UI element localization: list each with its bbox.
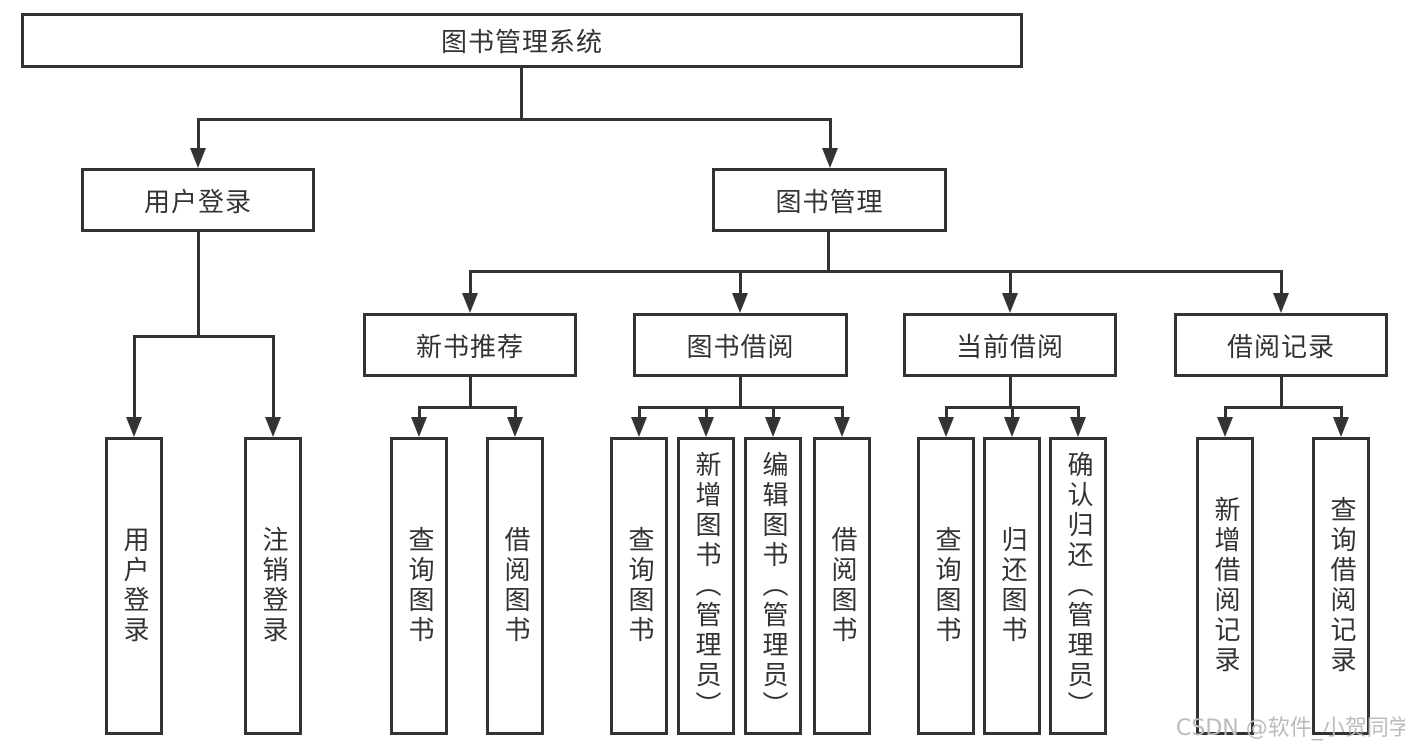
connector-line (1011, 406, 1014, 419)
connector-line (1340, 406, 1343, 419)
connector-line (829, 118, 832, 152)
arrowhead-down-icon (631, 417, 647, 437)
leaf-label: 查询图书 (404, 526, 434, 646)
leaf-return-books: 归还图书 (983, 437, 1041, 735)
leaf-query-books-recommend: 查询图书 (390, 437, 448, 735)
connector-line (418, 406, 421, 419)
leaf-add-books-admin: 新增图书（管理员） (677, 437, 735, 735)
leaf-label: 注销登录 (258, 526, 288, 646)
connector-line (272, 335, 275, 419)
node-borrow-records: 借阅记录 (1174, 313, 1388, 377)
connector-line (705, 406, 708, 419)
leaf-label: 用户登录 (119, 526, 149, 646)
leaf-add-borrow-record: 新增借阅记录 (1196, 437, 1254, 735)
arrowhead-down-icon (822, 148, 838, 168)
leaf-label: 借阅图书 (827, 526, 857, 646)
connector-line (520, 68, 523, 120)
leaf-edit-books-admin: 编辑图书（管理员） (744, 437, 802, 735)
connector-line (514, 406, 517, 419)
connector-line (197, 118, 831, 121)
leaf-label: 查询图书 (931, 526, 961, 646)
arrowhead-down-icon (190, 148, 206, 168)
leaf-borrow-books-recommend: 借阅图书 (486, 437, 544, 735)
leaf-label: 借阅图书 (500, 526, 530, 646)
leaf-logout: 注销登录 (244, 437, 302, 735)
arrowhead-down-icon (507, 417, 523, 437)
connector-line (772, 406, 775, 419)
arrowhead-down-icon (462, 293, 478, 313)
connector-line (133, 335, 136, 419)
leaf-label: 确认归还（管理员） (1063, 451, 1093, 721)
leaf-query-books-current: 查询图书 (917, 437, 975, 735)
connector-line (1077, 406, 1080, 419)
connector-line (638, 406, 641, 419)
arrowhead-down-icon (1217, 417, 1233, 437)
arrowhead-down-icon (1002, 293, 1018, 313)
connector-line (1009, 270, 1012, 296)
arrowhead-down-icon (1333, 417, 1349, 437)
leaf-query-books-borrow: 查询图书 (610, 437, 668, 735)
connector-line (197, 232, 200, 335)
connector-line (945, 406, 948, 419)
connector-line (1280, 270, 1283, 296)
arrowhead-down-icon (1273, 293, 1289, 313)
leaf-label: 查询借阅记录 (1326, 496, 1356, 676)
arrowhead-down-icon (265, 417, 281, 437)
arrowhead-down-icon (698, 417, 714, 437)
arrowhead-down-icon (1070, 417, 1086, 437)
connector-line (469, 270, 1283, 273)
connector-line (827, 232, 830, 272)
connector-line (638, 406, 844, 409)
leaf-query-borrow-record: 查询借阅记录 (1312, 437, 1370, 735)
connector-line (1224, 406, 1227, 419)
arrowhead-down-icon (126, 417, 142, 437)
node-book-borrow: 图书借阅 (633, 313, 848, 377)
connector-line (739, 377, 742, 408)
leaf-user-login: 用户登录 (105, 437, 163, 735)
leaf-label: 查询图书 (624, 526, 654, 646)
connector-line (133, 335, 275, 338)
node-library-management-system: 图书管理系统 (21, 13, 1023, 68)
connector-line (1224, 406, 1342, 409)
connector-line (469, 377, 472, 408)
node-user-login: 用户登录 (81, 168, 315, 232)
connector-line (1009, 377, 1012, 408)
leaf-label: 编辑图书（管理员） (758, 451, 788, 721)
leaf-confirm-return-admin: 确认归还（管理员） (1049, 437, 1107, 735)
connector-line (418, 406, 517, 409)
node-current-borrow: 当前借阅 (903, 313, 1117, 377)
leaf-label: 归还图书 (997, 526, 1027, 646)
arrowhead-down-icon (938, 417, 954, 437)
arrowhead-down-icon (732, 293, 748, 313)
connector-line (197, 118, 200, 152)
leaf-label: 新增图书（管理员） (691, 451, 721, 721)
leaf-borrow-books: 借阅图书 (813, 437, 871, 735)
arrowhead-down-icon (765, 417, 781, 437)
connector-line (469, 270, 472, 296)
leaf-label: 新增借阅记录 (1210, 496, 1240, 676)
arrowhead-down-icon (411, 417, 427, 437)
csdn-watermark: CSDN @软件_小贺同学 (1176, 716, 1405, 741)
node-new-book-recommend: 新书推荐 (363, 313, 577, 377)
arrowhead-down-icon (834, 417, 850, 437)
connector-line (739, 270, 742, 296)
arrowhead-down-icon (1004, 417, 1020, 437)
connector-line (841, 406, 844, 419)
node-book-management: 图书管理 (712, 168, 947, 232)
connector-line (1280, 377, 1283, 408)
